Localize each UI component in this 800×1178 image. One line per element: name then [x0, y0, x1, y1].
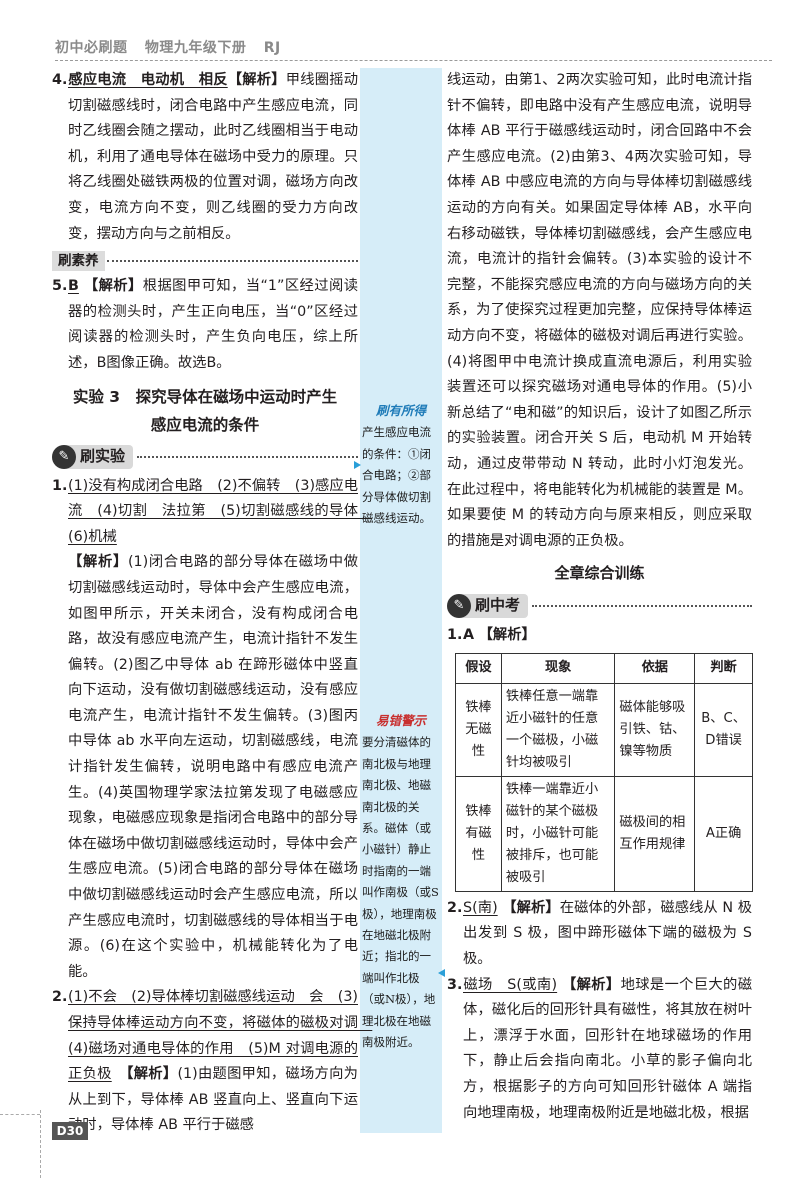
q5-number: 5.	[52, 278, 68, 295]
experiment-title-line1: 实验 3 探究导体在磁场中运动时产生	[72, 387, 338, 406]
answer-ch-q1: 1.A 【解析】	[447, 623, 752, 649]
q4-answer: 感应电流 电动机 相反	[68, 72, 228, 88]
tip-warning-text: 要分清磁体的南北极与地理南北极、地磁南北极的关系。磁体（或小磁针）静止时指南的一…	[362, 735, 439, 1050]
table-cell: B、C、D错误	[694, 682, 753, 777]
header-rule	[55, 60, 772, 61]
answer-ch-q2: 2.S(南) 【解析】在磁体的外部，磁感线从 N 极出发到 S 极，图中蹄形磁体…	[447, 896, 752, 973]
table-cell: 铁棒有磁性	[455, 775, 502, 892]
table-header: 依据	[614, 652, 696, 684]
arrow-icon	[354, 461, 361, 469]
zhongkao-tag: ✎ 刷中考	[447, 594, 529, 619]
table-header-row: 假设 现象 依据 判断	[455, 652, 753, 684]
ch-q3-jiexi: 【解析】	[562, 976, 621, 993]
q4-text: 甲线圈摇动切割磁感线时，闭合电路中产生感应电流，同时乙线圈会随之摆动，此时乙线圈…	[68, 72, 358, 242]
ch-q2-number: 2.	[447, 899, 463, 916]
analysis-table: 假设 现象 依据 判断 铁棒无磁性 铁棒任意一端靠近小磁针的任意一个磁极，小磁针…	[455, 652, 753, 892]
table-header: 判断	[694, 652, 753, 684]
right-column: 线运动，由第1、2两次实验可知，此时电流计指针不偏转，即电路中没有产生感应电流，…	[447, 68, 753, 1127]
exp-q2-continued: 线运动，由第1、2两次实验可知，此时电流计指针不偏转，即电路中没有产生感应电流，…	[447, 72, 752, 549]
table-cell: A正确	[694, 775, 753, 892]
table-cell: 铁棒任意一端靠近小磁针的任意一个磁极，小磁针均被吸引	[500, 682, 616, 777]
exp-q2-text: (1)由题图甲知，磁场方向为从上到下，导体棒 AB 竖直向上、竖直向下运动时，导…	[68, 1066, 358, 1134]
ch-q3-number: 3.	[447, 976, 463, 993]
page-header: 初中必刷题 物理九年级下册 RJ	[55, 40, 293, 56]
table-cell: 铁棒无磁性	[455, 682, 502, 777]
exp-q1-number: 1.	[52, 477, 68, 494]
suyang-bar: 刷素养	[52, 250, 358, 272]
exp-q1-answer: (1)没有构成闭合电路 (2)不偏转 (3)感应电流 (4)切割 法拉第 (5)…	[68, 477, 373, 545]
shiyan-tagline: ✎ 刷实验	[52, 442, 358, 472]
q5-answer: B	[68, 278, 79, 295]
header-edition: RJ	[263, 40, 281, 56]
trim-mark	[0, 1114, 40, 1115]
tip-warning: 易错警示 要分清磁体的南北极与地理南北极、地磁南北极的关系。磁体（或小磁针）静止…	[362, 710, 440, 1054]
tip-gains: 刷有所得 产生感应电流的条件：①闭合电路；②部分导体做切割磁感线运动。	[362, 400, 440, 529]
exp-q2-jiexi: 【解析】	[126, 1066, 178, 1083]
ch-q3-text: 地球是一个巨大的磁体，磁化后的回形针具有磁性，将其放在树叶上，漂浮于水面，回形针…	[463, 976, 752, 1121]
page-number: D30	[52, 1122, 88, 1140]
pen-icon: ✎	[52, 444, 76, 469]
q5-text: 根据图甲可知，当“1”区经过阅读器的检测头时，产生正向电压，当“0”区经过阅读器…	[68, 278, 358, 371]
table-header: 现象	[500, 652, 616, 684]
dotted-rule	[137, 455, 358, 458]
ch-q1-answer: A	[463, 627, 475, 644]
header-subject: 物理九年级下册	[144, 40, 247, 56]
tip-gains-title: 刷有所得	[375, 403, 426, 418]
q4-number: 4.	[52, 72, 68, 88]
ch-q1-number: 1.	[447, 627, 463, 644]
dotted-rule	[532, 605, 752, 608]
trim-mark	[40, 1110, 41, 1178]
table-cell: 磁极间的相互作用规律	[614, 775, 696, 892]
arrow-icon	[438, 969, 445, 977]
section-title: 全章综合训练	[554, 564, 645, 583]
exp-q1-jiexi: 【解析】	[68, 554, 128, 571]
left-column: 4.感应电流 电动机 相反【解析】甲线圈摇动切割磁感线时，闭合电路中产生感应电流…	[52, 68, 372, 1139]
ch-q3-answer: 磁场 S(或南)	[463, 976, 558, 993]
exp-q2-number: 2.	[52, 989, 68, 1006]
q5-jiexi: 【解析】	[83, 278, 143, 295]
ch-q2-text: 在磁体的外部，磁感线从 N 极出发到 S 极，图中蹄形磁体下端的磁极为 S 极。	[463, 899, 753, 968]
exp-q2-answer: (1)不会 (2)导体棒切割磁感线运动 会 (3)保持导体棒运动方向不变，将磁体…	[68, 989, 373, 1083]
experiment-title-line2: 感应电流的条件	[150, 415, 260, 434]
zhongkao-label: 刷中考	[475, 596, 521, 615]
table-cell: 铁棒一端靠近小磁针的某个磁极时，小磁针可能被排斥，也可能被吸引	[500, 775, 616, 892]
dotted-rule	[106, 260, 358, 263]
table-cell: 磁体能够吸引铁、钴、镍等物质	[614, 682, 696, 777]
table-row: 铁棒有磁性 铁棒一端靠近小磁针的某个磁极时，小磁针可能被排斥，也可能被吸引 磁极…	[455, 775, 753, 892]
suyang-label: 刷素养	[52, 251, 105, 272]
zhongkao-tagline: ✎ 刷中考	[447, 591, 752, 621]
tip-gains-text: 产生感应电流的条件：①闭合电路；②部分导体做切割磁感线运动。	[362, 425, 431, 526]
table-row: 铁棒无磁性 铁棒任意一端靠近小磁针的任意一个磁极，小磁针均被吸引 磁体能够吸引铁…	[455, 682, 753, 777]
answer-q4: 4.感应电流 电动机 相反【解析】甲线圈摇动切割磁感线时，闭合电路中产生感应电流…	[52, 68, 358, 247]
header-book: 初中必刷题	[55, 40, 128, 56]
ch-q1-jiexi: 【解析】	[478, 627, 536, 644]
answer-ch-q3: 3.磁场 S(或南) 【解析】地球是一个巨大的磁体，磁化后的回形针具有磁性，将其…	[447, 973, 752, 1127]
ch-q2-jiexi: 【解析】	[502, 899, 560, 916]
tip-warning-title: 易错警示	[375, 713, 426, 728]
ch-q2-answer: S(南)	[463, 899, 498, 916]
answer-exp-q2: 2.(1)不会 (2)导体棒切割磁感线运动 会 (3)保持导体棒运动方向不变，将…	[52, 985, 372, 1139]
answer-q5: 5.B 【解析】根据图甲可知，当“1”区经过阅读器的检测头时，产生正向电压，当“…	[52, 274, 358, 376]
exp-q1-text: (1)闭合电路的部分导体在磁场中做切割磁感线运动时，导体中会产生感应电流，如图甲…	[68, 554, 358, 980]
q4-jiexi: 【解析】	[227, 72, 286, 88]
shiyan-tag: ✎ 刷实验	[52, 444, 134, 469]
table-header: 假设	[455, 652, 502, 684]
sidebar-column	[360, 68, 442, 1133]
answer-exp-q1: 1.(1)没有构成闭合电路 (2)不偏转 (3)感应电流 (4)切割 法拉第 (…	[52, 474, 372, 986]
pen-icon: ✎	[447, 594, 471, 619]
shiyan-label: 刷实验	[80, 446, 126, 465]
